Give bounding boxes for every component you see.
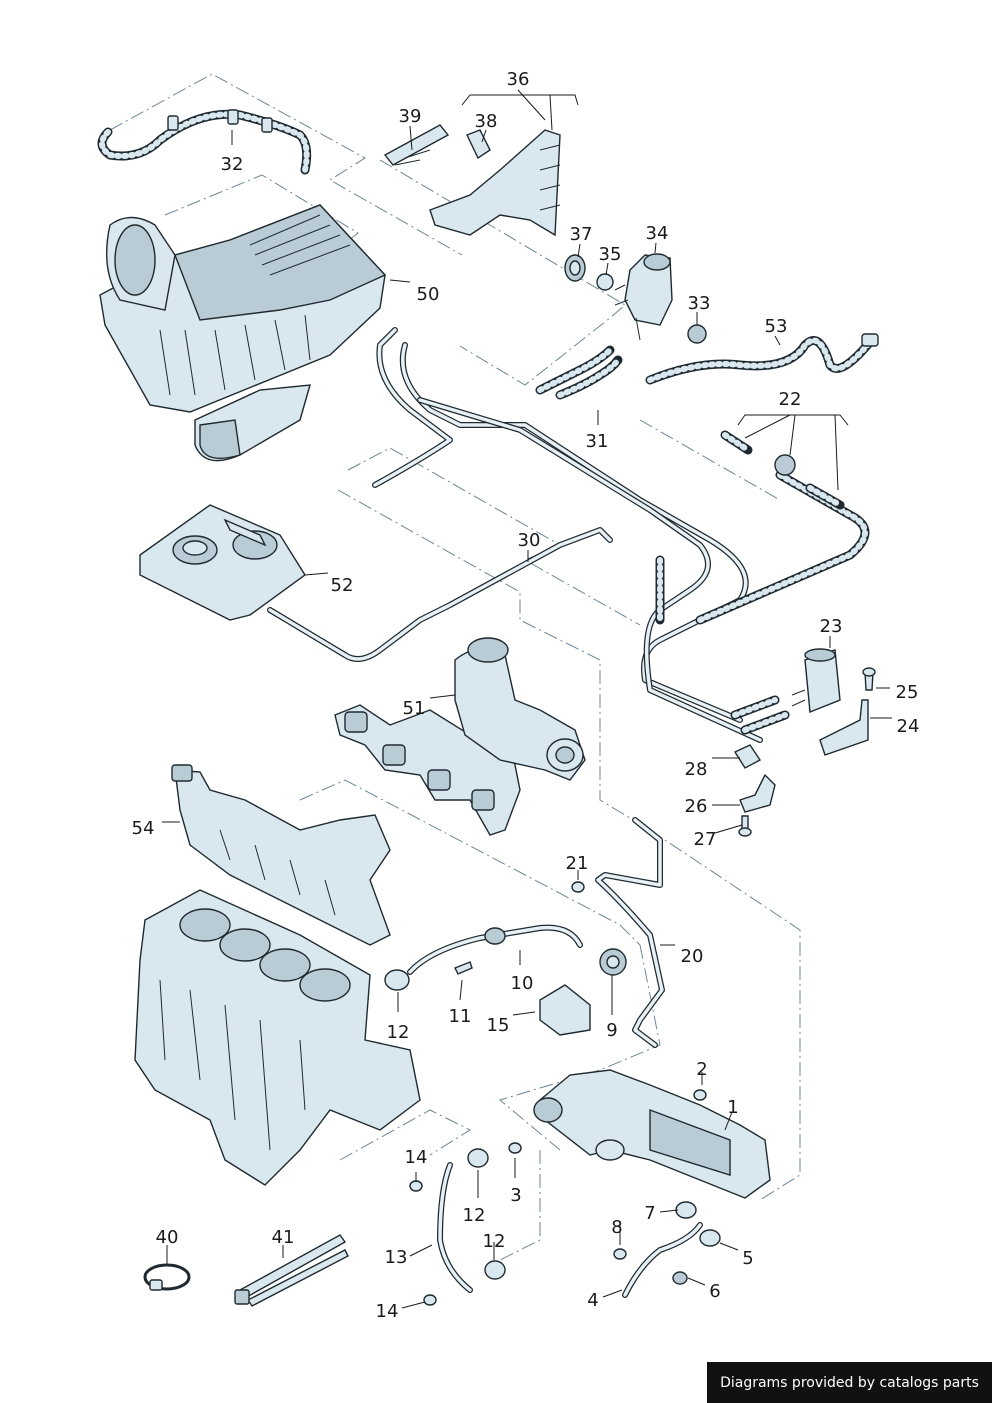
label-10: 10 — [511, 973, 534, 994]
part-41-cable-tie[interactable] — [234, 1234, 349, 1307]
label-12-lower: 12 — [483, 1231, 506, 1252]
label-15: 15 — [487, 1015, 510, 1036]
part-53-hose[interactable] — [645, 333, 879, 385]
label-34: 34 — [646, 223, 669, 244]
label-1: 1 — [727, 1097, 738, 1118]
part-26-clamp[interactable] — [739, 773, 776, 813]
part-33-nut[interactable] — [687, 324, 707, 344]
part-38-clip[interactable] — [466, 129, 491, 160]
engine-block — [134, 889, 421, 1186]
part-7-gasket[interactable] — [675, 1201, 697, 1219]
part-12-gasket-upper[interactable] — [384, 969, 410, 991]
label-36: 36 — [507, 69, 530, 90]
part-13-pipe[interactable] — [437, 1162, 473, 1293]
label-32: 32 — [221, 154, 244, 175]
vacuum-line-bundle[interactable] — [372, 327, 870, 743]
part-50-air-filter-housing[interactable] — [99, 204, 387, 462]
part-14-screw-upper[interactable] — [409, 1180, 423, 1192]
leader-lines — [162, 89, 892, 1309]
label-50: 50 — [417, 284, 440, 305]
label-39: 39 — [399, 106, 422, 127]
label-4: 4 — [587, 1290, 598, 1311]
label-12-upper: 12 — [387, 1022, 410, 1043]
label-28: 28 — [685, 759, 708, 780]
label-23: 23 — [820, 616, 843, 637]
label-14-upper: 14 — [405, 1147, 428, 1168]
part-2-screw[interactable] — [693, 1089, 707, 1101]
label-21: 21 — [566, 853, 589, 874]
label-53: 53 — [765, 316, 788, 337]
label-31: 31 — [586, 431, 609, 452]
part-labels: 36 39 38 32 50 37 35 34 33 53 22 31 30 5… — [132, 69, 920, 1322]
part-15-bracket[interactable] — [539, 984, 591, 1036]
label-20: 20 — [681, 946, 704, 967]
part-1-egr-cooler[interactable] — [533, 1069, 771, 1199]
label-3: 3 — [510, 1185, 521, 1206]
part-25-screw[interactable] — [862, 667, 876, 691]
credit-text: Diagrams provided by catalogs parts — [720, 1374, 979, 1391]
part-37-grommet[interactable] — [564, 254, 586, 282]
label-41: 41 — [272, 1227, 295, 1248]
label-33: 33 — [688, 293, 711, 314]
part-9-valve[interactable] — [599, 948, 627, 976]
part-28-clip[interactable] — [733, 744, 762, 769]
part-6-nut[interactable] — [672, 1271, 688, 1285]
part-34-solenoid-valve[interactable] — [614, 253, 673, 341]
label-8: 8 — [611, 1217, 622, 1238]
part-27-screw[interactable] — [738, 815, 752, 837]
label-12-mid: 12 — [463, 1205, 486, 1226]
label-9: 9 — [606, 1020, 617, 1041]
part-32-hose[interactable] — [97, 109, 312, 175]
part-30-pipe[interactable] — [267, 527, 613, 662]
part-39-bracket[interactable] — [383, 124, 450, 166]
part-20-pipe[interactable] — [595, 817, 665, 1048]
label-26: 26 — [685, 796, 708, 817]
label-6: 6 — [709, 1281, 720, 1302]
label-24: 24 — [897, 716, 920, 737]
part-54-intake-manifold[interactable] — [171, 764, 391, 946]
label-22: 22 — [779, 389, 802, 410]
part-22-hose-set[interactable] — [720, 430, 845, 510]
label-52: 52 — [331, 575, 354, 596]
part-31-hose[interactable] — [535, 345, 623, 400]
label-2: 2 — [696, 1059, 707, 1080]
part-35-nut[interactable] — [596, 273, 614, 291]
part-11-screw[interactable] — [454, 961, 473, 975]
credit-banner: Diagrams provided by catalogs parts — [707, 1362, 992, 1403]
label-35: 35 — [599, 244, 622, 265]
part-14-screw-lower[interactable] — [423, 1294, 437, 1306]
label-7: 7 — [644, 1203, 655, 1224]
label-54: 54 — [132, 818, 155, 839]
part-23-reservoir[interactable] — [791, 648, 841, 713]
part-21-screw[interactable] — [571, 881, 585, 893]
label-37: 37 — [570, 224, 593, 245]
label-5: 5 — [742, 1248, 753, 1269]
part-5-gasket[interactable] — [699, 1229, 721, 1247]
part-52-cover[interactable] — [139, 504, 306, 621]
label-13: 13 — [385, 1247, 408, 1268]
label-40: 40 — [156, 1227, 179, 1248]
label-11: 11 — [449, 1006, 472, 1027]
label-38: 38 — [475, 111, 498, 132]
label-27: 27 — [694, 829, 717, 850]
part-51-turbocharger[interactable] — [334, 637, 586, 836]
label-25: 25 — [896, 682, 919, 703]
label-30: 30 — [518, 530, 541, 551]
part-36-bracket[interactable] — [429, 129, 561, 237]
part-8-screw[interactable] — [613, 1248, 627, 1260]
label-51: 51 — [403, 698, 426, 719]
part-12-gasket-mid[interactable] — [467, 1148, 489, 1168]
part-10-pipe[interactable] — [407, 924, 583, 975]
part-12-gasket-lower[interactable] — [484, 1260, 506, 1280]
part-40-clamp[interactable] — [143, 1263, 191, 1291]
part-4-pipe[interactable] — [622, 1222, 703, 1298]
label-14-lower: 14 — [376, 1301, 399, 1322]
part-3-screw[interactable] — [508, 1142, 522, 1154]
part-24-bracket[interactable] — [819, 699, 869, 756]
